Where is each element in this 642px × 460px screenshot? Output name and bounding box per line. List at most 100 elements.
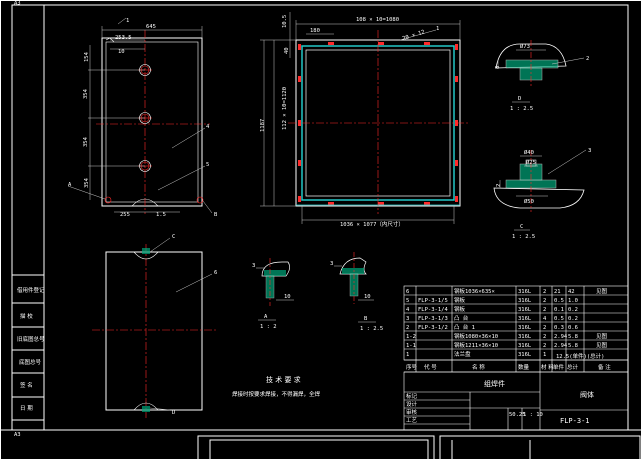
title-part-name: 阀体 xyxy=(580,390,594,399)
detail-a-dim1: 3 xyxy=(252,263,255,269)
detail-d-scale: 1 : 2.5 xyxy=(510,106,533,112)
detail-c-tag: 3 xyxy=(588,148,591,154)
bom-cell-w1: 0.1 xyxy=(554,307,564,313)
bom-h-qty: 数量 xyxy=(518,363,530,371)
plate-offset2: 10 xyxy=(118,49,125,55)
detail-c-dim1: Ø40 xyxy=(524,149,534,156)
detail-d-label: D xyxy=(518,96,521,102)
frame-small-top: 10.5 xyxy=(282,15,288,28)
bom-cell-w2: 0.6 xyxy=(568,325,578,331)
detail-c: Ø40 Ø25 Ø50 2 3 C 1 : 2.5 xyxy=(493,148,591,240)
bom-cell-mat: 316L xyxy=(518,343,532,349)
strip-label-1: 借用件登记 xyxy=(17,286,45,294)
detail-b-dim2: 10 xyxy=(364,294,371,300)
bom-cell-name: 钢板1080×36×10 xyxy=(454,332,498,340)
detail-b-scale: 1 : 2.5 xyxy=(360,326,383,332)
detail-c-dim4: 2 xyxy=(496,184,502,187)
detail-b: 3 10 B 1 : 2.5 xyxy=(330,252,383,332)
plate-top-pitch: 154 xyxy=(84,51,90,62)
bom-cell-w1: 21 xyxy=(554,289,561,295)
bom-cell-w1: 2.94 xyxy=(554,343,568,349)
bom-cell-name: 凸 台 1 xyxy=(454,323,475,331)
bom-cell-w1: 0.5 xyxy=(554,316,564,322)
bom-cell-no: 3 xyxy=(406,316,409,322)
strip-label-5: 签 名 xyxy=(20,381,33,389)
bom-cell-mat: 316L xyxy=(518,325,532,331)
plate-top-view: 645 1 253.5 10 154 354 354 354 255 1.5 A… xyxy=(67,17,218,218)
bom-cell-note: 见图 xyxy=(596,287,608,295)
detail-a-scale: 1 : 2 xyxy=(260,324,277,330)
bom-cell-mat: 316L xyxy=(518,307,532,313)
bom-cell-w2: 1.0 xyxy=(568,298,578,304)
bom-cell-mat: 316L xyxy=(518,298,532,304)
title-block xyxy=(403,371,629,431)
plate-pitch1: 354 xyxy=(83,88,89,99)
frame-weld-marks xyxy=(298,42,458,205)
bom-cell-mat: 316L xyxy=(518,289,532,295)
bom-cell-no: 6 xyxy=(406,289,409,295)
frame-inner-dim: 1036 × 1077（内尺寸） xyxy=(340,220,404,228)
detail-d: Ø73 8 2 D 1 : 2.5 xyxy=(495,40,589,112)
bom-cell-w1: 2.94 xyxy=(554,334,568,340)
detail-b-label: B xyxy=(364,316,368,322)
bom-cell-n: 4 xyxy=(543,316,547,322)
tech-notes-body: 焊接时按要求焊接，不得漏焊，全焊 xyxy=(232,390,321,398)
bom-h-note: 备 注 xyxy=(598,363,611,371)
bom-cell-n: 2 xyxy=(543,298,546,304)
bom-cell-w2: 0.2 xyxy=(568,307,578,313)
sheet-size-top: A3 xyxy=(14,1,21,7)
plate-bottom-left: 255 xyxy=(120,212,130,218)
bom-cell-w2: 0.2 xyxy=(568,316,578,322)
frame-view: 108 × 10=1080 10.5 40 180 20 × 12 112 × … xyxy=(260,12,468,228)
detail-c-dim2: Ø25 xyxy=(526,159,536,166)
plate-tag-b: B xyxy=(214,212,218,218)
bom-cell-name: 钢板1036×635× xyxy=(454,287,495,295)
bom-cell-n: 2 xyxy=(543,334,546,340)
bom-h-unit: 单件 xyxy=(553,363,565,371)
bom-cell-name: 法兰盘 xyxy=(454,350,471,358)
detail-a-label: A xyxy=(264,314,268,320)
title-assembly: 组焊件 xyxy=(484,379,505,388)
bom-cell-name: 钢板 xyxy=(454,296,466,304)
detail-c-label: C xyxy=(520,224,523,230)
strip-label-2: 描 校 xyxy=(20,312,33,320)
bom-weight-header: 12.5(单件)(总计) xyxy=(556,352,605,360)
plate-bottom-view: C D 6 xyxy=(92,234,217,418)
plate-tag-5: 5 xyxy=(206,162,209,168)
detail-d-tag: 2 xyxy=(586,56,589,62)
bom-cell-no: 1-1 xyxy=(406,343,416,349)
bom-cell-name: 钢板 xyxy=(454,305,466,313)
plate-width-dim: 645 xyxy=(146,24,156,30)
tech-notes-title: 技 术 要 求 xyxy=(266,375,301,384)
plate-offset1: 253.5 xyxy=(115,35,132,41)
bom-h-code: 代 号 xyxy=(424,363,437,371)
bom-cell-w1: 0.3 xyxy=(554,325,564,331)
bom-cell-no: 1 xyxy=(406,352,409,358)
frame-small-side: 40 xyxy=(284,47,290,54)
bom-cell-w2: 5.8 xyxy=(568,334,578,340)
bom-cell-mat: 316L xyxy=(518,352,532,358)
left-strip-labels: 借用件登记 描 校 旧底图总号 底图总号 签 名 日 期 xyxy=(17,286,45,412)
bom-cell-code: FLP-3-1/4 xyxy=(418,307,448,313)
bom-cell-mat: 316L xyxy=(518,316,532,322)
bom-cell-code: FLP-3-1/3 xyxy=(418,316,448,322)
detail-c-scale: 1 : 2.5 xyxy=(512,234,535,240)
plate-bottom-tag-c: C xyxy=(172,234,175,240)
plate-pitch2: 354 xyxy=(83,136,89,147)
strip-label-4: 底图总号 xyxy=(19,358,42,366)
bom-cell-no: 2 xyxy=(406,325,409,331)
detail-c-dim3: Ø50 xyxy=(524,198,534,205)
plate-bottom-tag-d: D xyxy=(172,410,175,416)
bom-cell-w1: 0.5 xyxy=(554,298,564,304)
sheet-size-bottom: A3 xyxy=(14,432,21,438)
bottom-stub xyxy=(197,435,641,460)
plate-pitch3: 354 xyxy=(84,177,90,188)
bom-cell-n: 2 xyxy=(543,307,546,313)
bom-cell-no: 5 xyxy=(406,298,409,304)
title-row-3: 审核 xyxy=(406,408,418,416)
frame-offset: 180 xyxy=(310,28,320,34)
title-row-1: 标记 xyxy=(406,392,418,400)
